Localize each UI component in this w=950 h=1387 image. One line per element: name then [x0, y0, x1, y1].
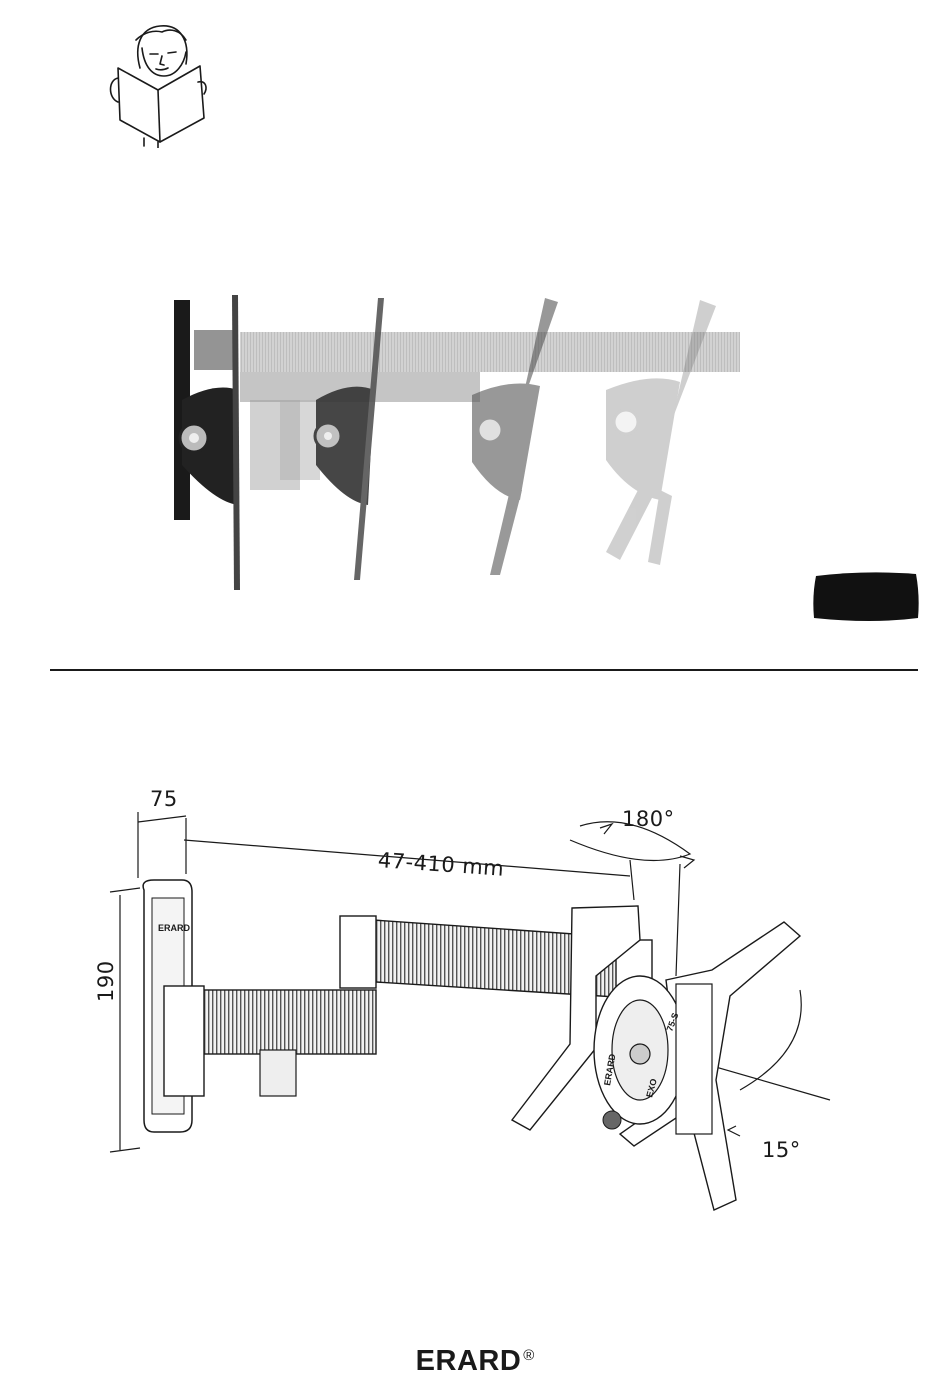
- section-divider: [50, 669, 918, 671]
- height-label: 190: [94, 960, 118, 1002]
- reading-person-icon: [100, 18, 220, 148]
- brand-name: ERARD: [416, 1345, 522, 1377]
- brand-registered: ®: [523, 1347, 534, 1364]
- tilt-label: 15°: [762, 1138, 801, 1162]
- swivel-label: 180°: [622, 807, 675, 831]
- language-tab: [812, 572, 920, 622]
- wall-mount-diagram: ERARD 75-S ERARD EXO: [100, 780, 860, 1240]
- depth-label: 75: [150, 787, 178, 811]
- plate-logo: ERARD: [158, 923, 191, 933]
- brand-logo: ERARD®: [0, 1345, 950, 1378]
- arm-motion-illustration: [160, 290, 740, 590]
